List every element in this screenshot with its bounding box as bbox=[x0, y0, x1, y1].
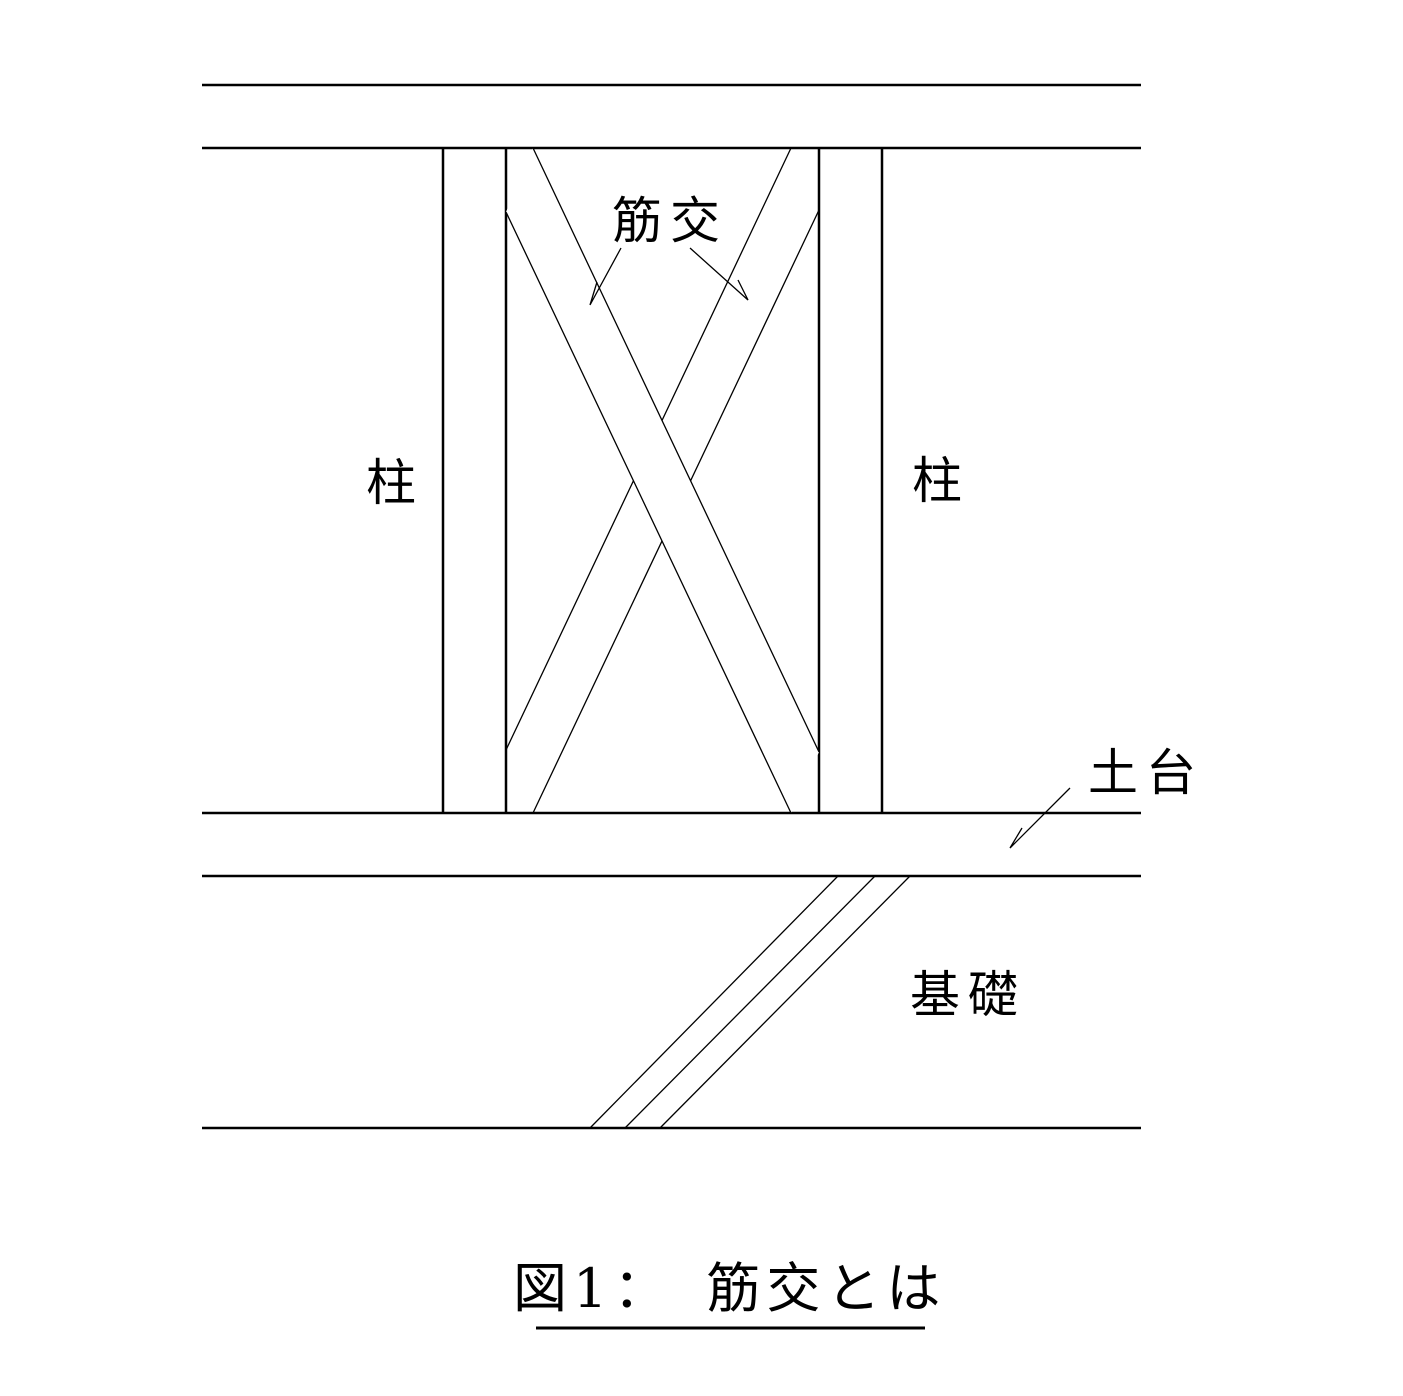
break-line-3 bbox=[659, 875, 911, 1129]
sill-label: 土台 bbox=[1088, 744, 1204, 802]
brace-label: 筋交 bbox=[612, 192, 728, 250]
right-post-label: 柱 bbox=[912, 452, 970, 510]
break-line-1 bbox=[589, 875, 839, 1129]
brace-1-edge-b bbox=[505, 211, 792, 814]
brace-1-body bbox=[506, 148, 819, 813]
brace-leader-right bbox=[689, 247, 749, 301]
foundation-label: 基礎 bbox=[910, 966, 1026, 1024]
left-post-label: 柱 bbox=[366, 454, 424, 512]
break-line-2 bbox=[624, 875, 876, 1129]
brace-leader-left bbox=[589, 247, 622, 306]
sill-leader bbox=[1009, 787, 1071, 849]
brace-1-edge-a bbox=[532, 147, 820, 753]
figure-caption: 図1： 筋交とは bbox=[513, 1257, 947, 1320]
